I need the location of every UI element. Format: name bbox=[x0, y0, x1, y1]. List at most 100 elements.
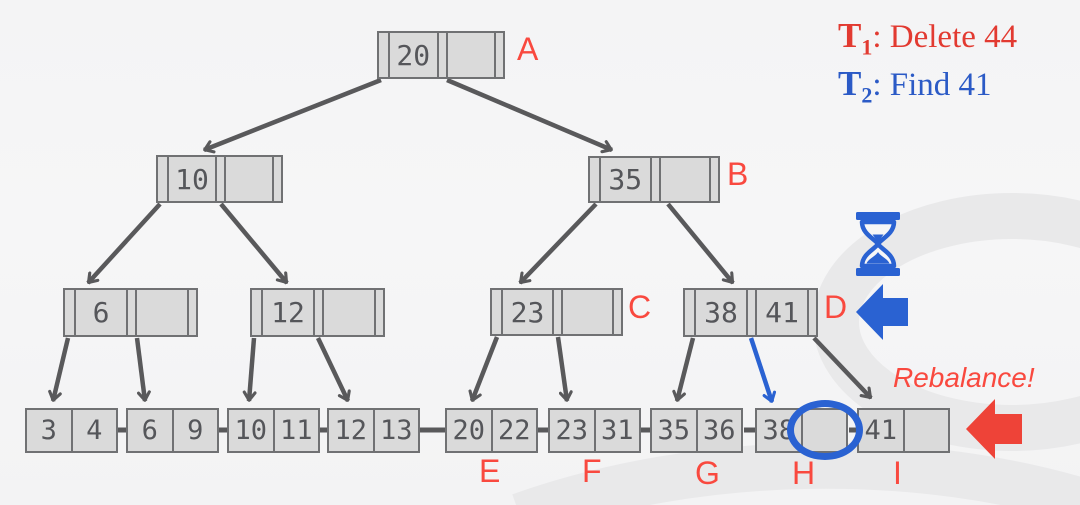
leaf-key-cell: 11 bbox=[272, 410, 319, 451]
node-pointer-cell bbox=[746, 290, 757, 335]
tree-pointer-edge bbox=[446, 77, 613, 154]
leaf-key-cell: 4 bbox=[70, 410, 117, 451]
btree-internal-node-6: 6 bbox=[63, 288, 198, 337]
t2-symbol: T bbox=[838, 63, 862, 103]
node-pointer-cell bbox=[313, 290, 324, 335]
leaf-key-cell: 23 bbox=[555, 415, 588, 446]
node-label-D: D bbox=[824, 289, 848, 325]
btree-leaf-node: 41 bbox=[857, 408, 950, 453]
node-key-cell bbox=[137, 290, 187, 335]
node-pointer-cell bbox=[807, 290, 816, 335]
node-pointer-cell bbox=[252, 290, 261, 335]
leaf-key-cell: 6 bbox=[141, 415, 158, 446]
node-label-I: I bbox=[893, 455, 902, 491]
node-pointer-cell bbox=[374, 290, 383, 335]
node-pointer-cell bbox=[494, 33, 503, 77]
leaf-key-cell: 13 bbox=[372, 410, 419, 451]
node-key-cell: 38 bbox=[694, 290, 746, 335]
node-key-cell bbox=[661, 158, 710, 201]
transaction-legend: T1: Delete 44 T2: Find 41 bbox=[838, 14, 1017, 110]
tree-pointer-edge bbox=[242, 337, 257, 402]
leaf-key-cell: 9 bbox=[171, 410, 218, 451]
node-pointer-cell bbox=[552, 290, 563, 334]
node-key-cell bbox=[563, 290, 612, 334]
node-key-cell bbox=[448, 33, 495, 77]
node-pointer-cell bbox=[436, 33, 448, 77]
node-key-cell: 6 bbox=[74, 290, 126, 335]
node-pointer-cell bbox=[492, 290, 501, 334]
node-key-cell: 20 bbox=[388, 33, 437, 77]
node-key-cell: 23 bbox=[501, 290, 552, 334]
find-path-pointer-edge bbox=[748, 337, 777, 403]
t2-operation: : Find 41 bbox=[872, 66, 992, 103]
leaf-key-cell: 35 bbox=[657, 415, 690, 446]
red-left-arrow-icon bbox=[966, 399, 1022, 459]
hourglass-icon bbox=[856, 212, 900, 276]
node-label-E: E bbox=[479, 453, 501, 489]
node-label-B: B bbox=[727, 156, 749, 192]
node-pointer-cell bbox=[612, 290, 621, 334]
tree-pointer-edge bbox=[86, 202, 162, 285]
node-pointer-cell bbox=[65, 290, 74, 335]
btree-internal-node-B: 35 bbox=[588, 156, 720, 203]
tree-pointer-edge bbox=[672, 337, 696, 402]
btree-internal-node-A: 20 bbox=[377, 31, 505, 79]
tree-pointer-edge bbox=[48, 337, 71, 402]
btree-internal-node-12: 12 bbox=[250, 288, 385, 337]
node-pointer-cell bbox=[709, 158, 718, 201]
node-label-G: G bbox=[695, 455, 720, 491]
tree-pointer-edge bbox=[555, 336, 573, 402]
deleted-entry-highlight-circle bbox=[787, 400, 863, 460]
transaction-2-label: T2: Find 41 bbox=[838, 62, 1017, 110]
node-pointer-cell bbox=[126, 290, 137, 335]
node-pointer-cell bbox=[158, 157, 167, 201]
tree-pointer-edge bbox=[518, 202, 598, 285]
node-label-C: C bbox=[628, 289, 652, 325]
node-key-cell: 35 bbox=[599, 158, 650, 201]
node-pointer-cell bbox=[649, 158, 661, 201]
btree-internal-node-D: 38 41 bbox=[683, 288, 818, 337]
leaf-key-cell bbox=[902, 410, 949, 451]
leaf-key-cell: 22 bbox=[490, 410, 537, 451]
node-label-F: F bbox=[582, 453, 602, 489]
node-key-cell: 41 bbox=[765, 296, 799, 329]
t2-subscript: 2 bbox=[861, 82, 873, 108]
tree-pointer-edge bbox=[219, 202, 289, 285]
node-pointer-cell bbox=[379, 33, 388, 77]
btree-internal-node-10: 10 bbox=[156, 155, 283, 203]
tree-pointer-edge bbox=[812, 336, 873, 400]
node-key-cell bbox=[226, 157, 272, 201]
node-label-H: H bbox=[792, 455, 816, 491]
node-pointer-cell bbox=[590, 158, 599, 201]
node-pointer-cell bbox=[685, 290, 694, 335]
leaf-key-cell: 31 bbox=[593, 410, 640, 451]
tree-pointer-edge bbox=[134, 337, 151, 402]
leaf-key-cell: 20 bbox=[452, 415, 485, 446]
rebalance-annotation: Rebalance! bbox=[893, 362, 1035, 393]
node-key-cell: 12 bbox=[261, 290, 313, 335]
t1-subscript: 1 bbox=[861, 34, 873, 60]
leaf-key-cell: 10 bbox=[234, 415, 267, 446]
blue-left-arrow-icon bbox=[856, 284, 908, 340]
leaf-key-cell: 36 bbox=[695, 410, 742, 451]
node-label-A: A bbox=[517, 31, 539, 67]
transaction-1-label: T1: Delete 44 bbox=[838, 14, 1017, 62]
leaf-key-cell: 3 bbox=[40, 415, 57, 446]
node-pointer-cell bbox=[272, 157, 281, 201]
node-key-cell bbox=[324, 290, 374, 335]
tree-pointer-edge bbox=[666, 202, 735, 285]
tree-pointer-edge bbox=[468, 336, 500, 402]
tree-pointer-edge bbox=[203, 77, 382, 154]
node-pointer-cell bbox=[215, 157, 226, 201]
leaf-key-cell: 12 bbox=[334, 415, 367, 446]
leaf-key-cell: 41 bbox=[864, 415, 897, 446]
